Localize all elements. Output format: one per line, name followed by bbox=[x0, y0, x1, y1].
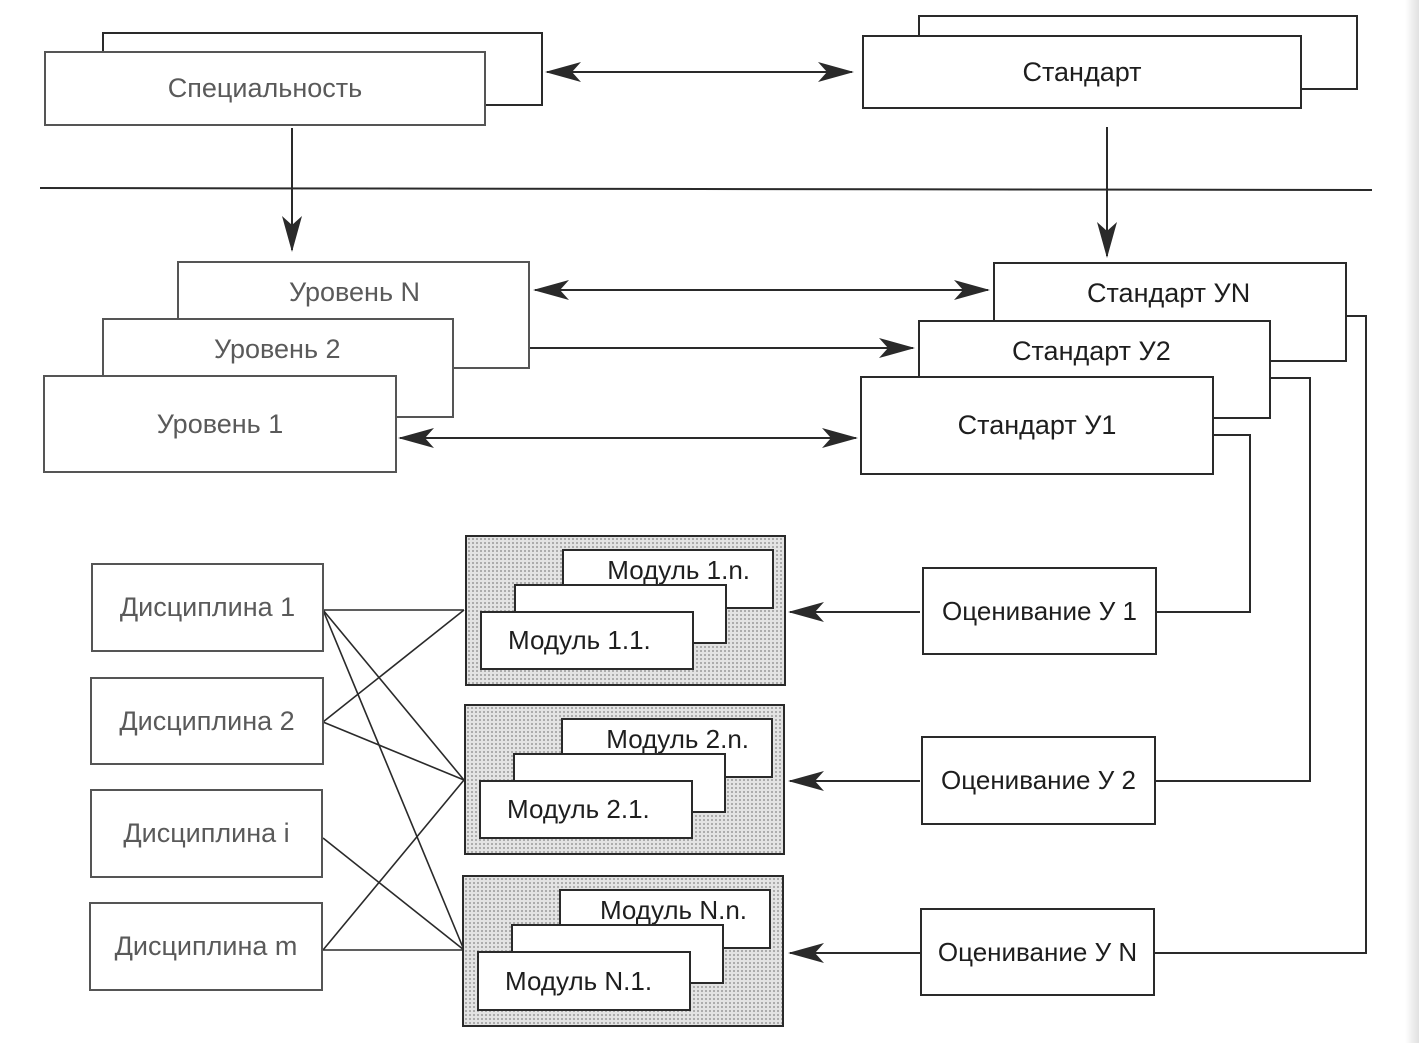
discipline-i-box: Дисциплина i bbox=[90, 789, 323, 878]
link-d2-m1 bbox=[322, 609, 465, 723]
assessment-1-box: Оценивание У 1 bbox=[922, 567, 1157, 655]
level-1-box: Уровень 1 bbox=[43, 375, 397, 473]
module-21-label: Модуль 2.1. bbox=[507, 794, 650, 824]
module-2n-label: Модуль 2.n. bbox=[606, 724, 749, 754]
wire-standard-1-assessment-1 bbox=[1157, 434, 1251, 613]
assessment-2-box: Оценивание У 2 bbox=[921, 736, 1156, 825]
link-d2-m2 bbox=[322, 721, 465, 781]
link-d1-m2 bbox=[322, 609, 465, 781]
assessment-2-label: Оценивание У 2 bbox=[941, 765, 1136, 795]
level-2-label: Уровень 2 bbox=[214, 334, 341, 364]
module-1n-label: Модуль 1.n. bbox=[607, 555, 750, 585]
module-11-label: Модуль 1.1. bbox=[508, 625, 651, 655]
assessment-1-label: Оценивание У 1 bbox=[942, 595, 1137, 626]
discipline-i-label: Дисциплина i bbox=[123, 818, 290, 848]
wire-standard-2-assessment-2 bbox=[1156, 377, 1311, 782]
standard-u1-label: Стандарт У1 bbox=[957, 410, 1117, 440]
link-di-mn bbox=[322, 837, 465, 951]
page-edge-shadow bbox=[1405, 0, 1419, 1043]
specialty-box: Специальность bbox=[44, 51, 486, 126]
link-dm-m2 bbox=[322, 779, 465, 951]
link-d1-mn bbox=[322, 609, 465, 951]
discipline-m-label: Дисциплина m bbox=[114, 931, 298, 961]
module-nn-label: Модуль N.n. bbox=[599, 895, 747, 925]
module-21-box: Модуль 2.1. bbox=[479, 780, 693, 839]
discipline-1-label: Дисциплина 1 bbox=[119, 592, 296, 622]
standard-label: Стандарт bbox=[1022, 56, 1142, 87]
module-n1-label: Модуль N.1. bbox=[505, 965, 653, 996]
assessment-n-label: Оценивание У N bbox=[937, 936, 1138, 967]
discipline-1-box: Дисциплина 1 bbox=[91, 563, 324, 652]
separator-line bbox=[39, 187, 1373, 191]
discipline-2-label: Дисциплина 2 bbox=[119, 705, 295, 736]
standard-un-label: Стандарт УN bbox=[1087, 278, 1251, 308]
standard-box: Стандарт bbox=[862, 35, 1302, 109]
level-n-label: Уровень N bbox=[289, 277, 421, 307]
specialty-label: Специальность bbox=[167, 73, 363, 103]
module-n1-box: Модуль N.1. bbox=[477, 951, 691, 1011]
module-11-box: Модуль 1.1. bbox=[480, 611, 694, 670]
module-2n-box: Модуль 2.n. bbox=[561, 718, 773, 778]
standard-u1-box: Стандарт У1 bbox=[860, 376, 1214, 475]
level-1-label: Уровень 1 bbox=[156, 408, 284, 439]
standard-u2-label: Стандарт У2 bbox=[1012, 336, 1171, 366]
discipline-m-box: Дисциплина m bbox=[89, 902, 323, 991]
wire-standard-n-assessment-n bbox=[1155, 315, 1367, 954]
discipline-2-box: Дисциплина 2 bbox=[90, 677, 324, 765]
assessment-n-box: Оценивание У N bbox=[920, 908, 1155, 996]
